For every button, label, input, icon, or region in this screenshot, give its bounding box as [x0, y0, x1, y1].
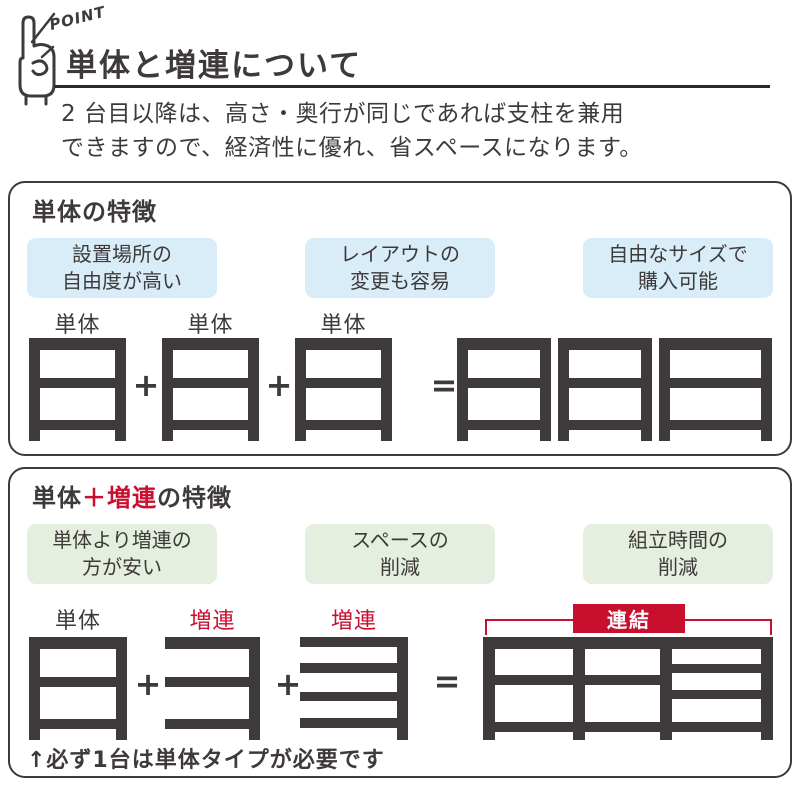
unit-label-addon: 増連	[189, 609, 236, 634]
standalone-panel-title: 単体の特徴	[32, 198, 157, 226]
feature-card-line: レイアウトの	[340, 242, 460, 266]
result-shelf-2	[558, 338, 652, 441]
feature-card-line: 単体より増連の	[52, 528, 192, 552]
plus-sign: +	[134, 665, 162, 703]
standalone-features-panel: 単体の特徴 設置場所の 自由度が高い レイアウトの 変更も容易 自由なサイズで …	[8, 181, 792, 456]
combo-features-panel: 単体＋増連の特徴 単体より増連の 方が安い スペースの 削減 組立時間の 削減 …	[8, 467, 792, 778]
plus-sign: +	[265, 366, 293, 404]
connection-bracket-tick-right	[770, 619, 772, 635]
emphasis-strokes-icon	[30, 12, 56, 59]
unit-label-addon: 増連	[330, 609, 377, 634]
feature-card-assembly: 組立時間の 削減	[583, 524, 773, 584]
pointing-hand-icon	[18, 15, 56, 106]
unit-label-standalone: 単体	[54, 313, 101, 338]
description-line-2: できますので、経済性に優れ、省スペースになります。	[61, 135, 643, 161]
unit-label-standalone: 単体	[54, 609, 101, 634]
feature-card-layout: レイアウトの 変更も容易	[305, 238, 495, 298]
connection-badge: 連結	[573, 604, 685, 633]
connection-bracket-tick-left	[485, 619, 487, 635]
feature-card-line: 購入可能	[638, 269, 718, 293]
feature-card-line: 自由度が高い	[62, 269, 182, 293]
addon-shelf-2	[300, 637, 408, 740]
feature-card-line: スペースの	[351, 528, 449, 552]
combo-standalone-shelf	[29, 637, 127, 740]
feature-card-line: 削減	[658, 555, 698, 579]
note-text: ↑必ず1台は単体タイプが必要です	[27, 748, 385, 773]
feature-card-line: 自由なサイズで	[608, 242, 748, 266]
feature-card-line: 設置場所の	[72, 242, 172, 266]
unit-label-standalone: 単体	[320, 313, 367, 338]
combo-title-black: の特徴	[157, 484, 232, 512]
feature-card-line: 変更も容易	[350, 269, 450, 293]
page-description: 2 台目以降は、高さ・奥行が同じであれば支柱を兼用 できますので、経済性に優れ、…	[61, 97, 643, 165]
page-title: 単体と増連について	[66, 48, 363, 84]
equals-sign: =	[433, 662, 461, 700]
feature-card-space: スペースの 削減	[305, 524, 495, 584]
result-shelf-3	[659, 338, 772, 441]
feature-card-line: 方が安い	[82, 555, 162, 579]
combo-title-red: ＋増連	[82, 484, 157, 512]
feature-card-line: 組立時間の	[628, 528, 728, 552]
combo-panel-title: 単体＋増連の特徴	[32, 478, 232, 513]
standalone-shelf-3	[295, 338, 392, 441]
title-underline	[55, 85, 770, 88]
combo-title-black: 単体	[32, 484, 82, 512]
combined-shelf	[483, 637, 773, 740]
feature-card-placement: 設置場所の 自由度が高い	[27, 238, 217, 298]
unit-label-standalone: 単体	[187, 313, 234, 338]
plus-sign: +	[274, 665, 302, 703]
feature-card-cheaper: 単体より増連の 方が安い	[27, 524, 217, 584]
addon-shelf-1	[165, 637, 260, 740]
standalone-shelf-2	[162, 338, 259, 441]
description-line-1: 2 台目以降は、高さ・奥行が同じであれば支柱を兼用	[61, 101, 625, 127]
plus-sign: +	[132, 366, 160, 404]
feature-card-line: 削減	[380, 555, 420, 579]
standalone-shelf-1	[29, 338, 126, 441]
result-shelf-1	[457, 338, 551, 441]
equals-sign: =	[430, 366, 458, 404]
feature-card-size: 自由なサイズで 購入可能	[583, 238, 773, 298]
